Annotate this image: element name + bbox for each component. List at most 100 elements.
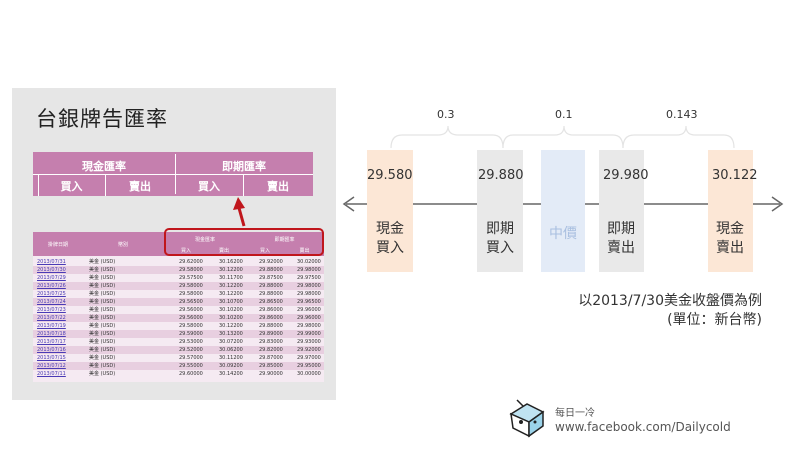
highlight-box xyxy=(164,228,324,256)
header-divider xyxy=(105,174,106,196)
cell-currency: 美金 (USD) xyxy=(89,275,116,281)
brace-middle xyxy=(502,125,624,149)
rate-table: 掛牌日期 幣別 現金匯率 即期匯率 買入 賣出 買入 賣出 2013/07/31… xyxy=(33,232,324,382)
cell-cash-sell: 30.10700 xyxy=(219,299,243,305)
cell-spot-buy: 29.89000 xyxy=(259,331,283,337)
cell-cash-buy: 29.62000 xyxy=(179,259,203,265)
cell-cash-buy: 29.56500 xyxy=(179,299,203,305)
cell-spot-buy: 29.88000 xyxy=(259,291,283,297)
cell-cash-sell: 30.07200 xyxy=(219,339,243,345)
brand-url[interactable]: www.facebook.com/Dailycold xyxy=(555,420,731,434)
spot-sell-label-line2: 賣出 xyxy=(607,240,635,256)
cell-date[interactable]: 2013/07/23 xyxy=(37,307,66,313)
cell-cash-buy: 29.58000 xyxy=(179,267,203,273)
cell-currency: 美金 (USD) xyxy=(89,267,116,273)
cell-date[interactable]: 2013/07/15 xyxy=(37,355,66,361)
cell-spot-sell: 29.96000 xyxy=(297,307,321,313)
cell-date[interactable]: 2013/07/18 xyxy=(37,331,66,337)
cell-date[interactable]: 2013/07/25 xyxy=(37,291,66,297)
cell-spot-buy: 29.86000 xyxy=(259,307,283,313)
cell-currency: 美金 (USD) xyxy=(89,355,116,361)
cell-cash-buy: 29.56000 xyxy=(179,315,203,321)
mid-column xyxy=(541,150,585,272)
cell-cash-buy: 29.55000 xyxy=(179,363,203,369)
cell-spot-buy: 29.87000 xyxy=(259,355,283,361)
header-divider xyxy=(38,174,39,196)
cell-cash-sell: 30.10200 xyxy=(219,307,243,313)
col-cash: 現金匯率 xyxy=(194,237,215,243)
brand-name: 每日一冷 xyxy=(555,408,595,419)
spot-sell-label: 即期 賣出 xyxy=(601,220,641,258)
cell-spot-sell: 29.97500 xyxy=(297,275,321,281)
dailycold-logo-icon xyxy=(509,399,545,438)
spot-sell-value: 29.980 xyxy=(603,168,649,183)
cell-cash-buy: 29.58000 xyxy=(179,323,203,329)
caption-line2: (單位：新台幣) xyxy=(667,312,762,328)
axis-left-arrow-icon xyxy=(342,196,355,212)
cell-spot-buy: 29.82000 xyxy=(259,347,283,353)
mid-label: 中價 xyxy=(549,226,577,242)
cell-cash-sell: 30.06200 xyxy=(219,347,243,353)
cell-cash-sell: 30.10200 xyxy=(219,315,243,321)
cell-currency: 美金 (USD) xyxy=(89,307,116,313)
cell-cash-sell: 30.12200 xyxy=(219,291,243,297)
col-spot: 即期匯率 xyxy=(274,237,295,243)
cell-date[interactable]: 2013/07/12 xyxy=(37,363,66,369)
cell-date[interactable]: 2013/07/30 xyxy=(37,267,66,273)
spot-sell-column xyxy=(599,150,644,272)
col-currency: 幣別 xyxy=(117,242,128,248)
cell-cash-sell: 30.09200 xyxy=(219,363,243,369)
cell-spot-sell: 29.98000 xyxy=(297,291,321,297)
caption: 以2013/7/30美金收盤價為例 (單位：新台幣) xyxy=(548,292,762,330)
diff-left: 0.3 xyxy=(437,108,455,121)
cash-sell-column xyxy=(708,150,753,272)
cash-sell-label: 現金 賣出 xyxy=(710,220,750,258)
header-divider xyxy=(33,174,313,175)
spot-buy-label-line1: 即期 xyxy=(486,221,514,237)
cell-cash-sell: 30.14200 xyxy=(219,371,243,377)
cash-sell-value: 30.122 xyxy=(712,168,758,183)
cell-spot-buy: 29.88000 xyxy=(259,267,283,273)
cell-date[interactable]: 2013/07/26 xyxy=(37,283,66,289)
cell-spot-buy: 29.86500 xyxy=(259,299,283,305)
spot-sell-label-line1: 即期 xyxy=(607,221,635,237)
cell-spot-sell: 29.97000 xyxy=(297,355,321,361)
cell-date[interactable]: 2013/07/31 xyxy=(37,259,66,265)
cell-date[interactable]: 2013/07/29 xyxy=(37,275,66,281)
cell-currency: 美金 (USD) xyxy=(89,315,116,321)
axis-right-arrow-icon xyxy=(771,196,784,212)
cell-currency: 美金 (USD) xyxy=(89,291,116,297)
cell-spot-sell: 29.96500 xyxy=(297,299,321,305)
header-cash: 現金匯率 xyxy=(82,160,126,173)
cell-cash-buy: 29.59000 xyxy=(179,331,203,337)
cell-date[interactable]: 2013/07/24 xyxy=(37,299,66,305)
cell-date[interactable]: 2013/07/22 xyxy=(37,315,66,321)
cell-date[interactable]: 2013/07/19 xyxy=(37,323,66,329)
col-spot-sell: 賣出 xyxy=(299,248,310,254)
header-divider xyxy=(243,174,244,196)
cash-sell-label-line2: 賣出 xyxy=(716,240,744,256)
cell-spot-buy: 29.90000 xyxy=(259,371,283,377)
cell-cash-sell: 30.11200 xyxy=(219,355,243,361)
cell-cash-sell: 30.13200 xyxy=(219,331,243,337)
col-cash-sell: 賣出 xyxy=(218,248,229,254)
col-spot-buy: 買入 xyxy=(259,248,270,254)
cell-spot-sell: 30.00000 xyxy=(297,371,321,377)
cell-spot-sell: 29.98000 xyxy=(297,283,321,289)
cell-date[interactable]: 2013/07/16 xyxy=(37,347,66,353)
cash-buy-label-line2: 買入 xyxy=(376,240,404,256)
cell-spot-sell: 30.02000 xyxy=(297,259,321,265)
header-spot-buy: 買入 xyxy=(198,180,220,193)
cell-date[interactable]: 2013/07/11 xyxy=(37,371,66,377)
cell-date[interactable]: 2013/07/17 xyxy=(37,339,66,345)
cell-currency: 美金 (USD) xyxy=(89,331,116,337)
cell-cash-sell: 30.12200 xyxy=(219,323,243,329)
